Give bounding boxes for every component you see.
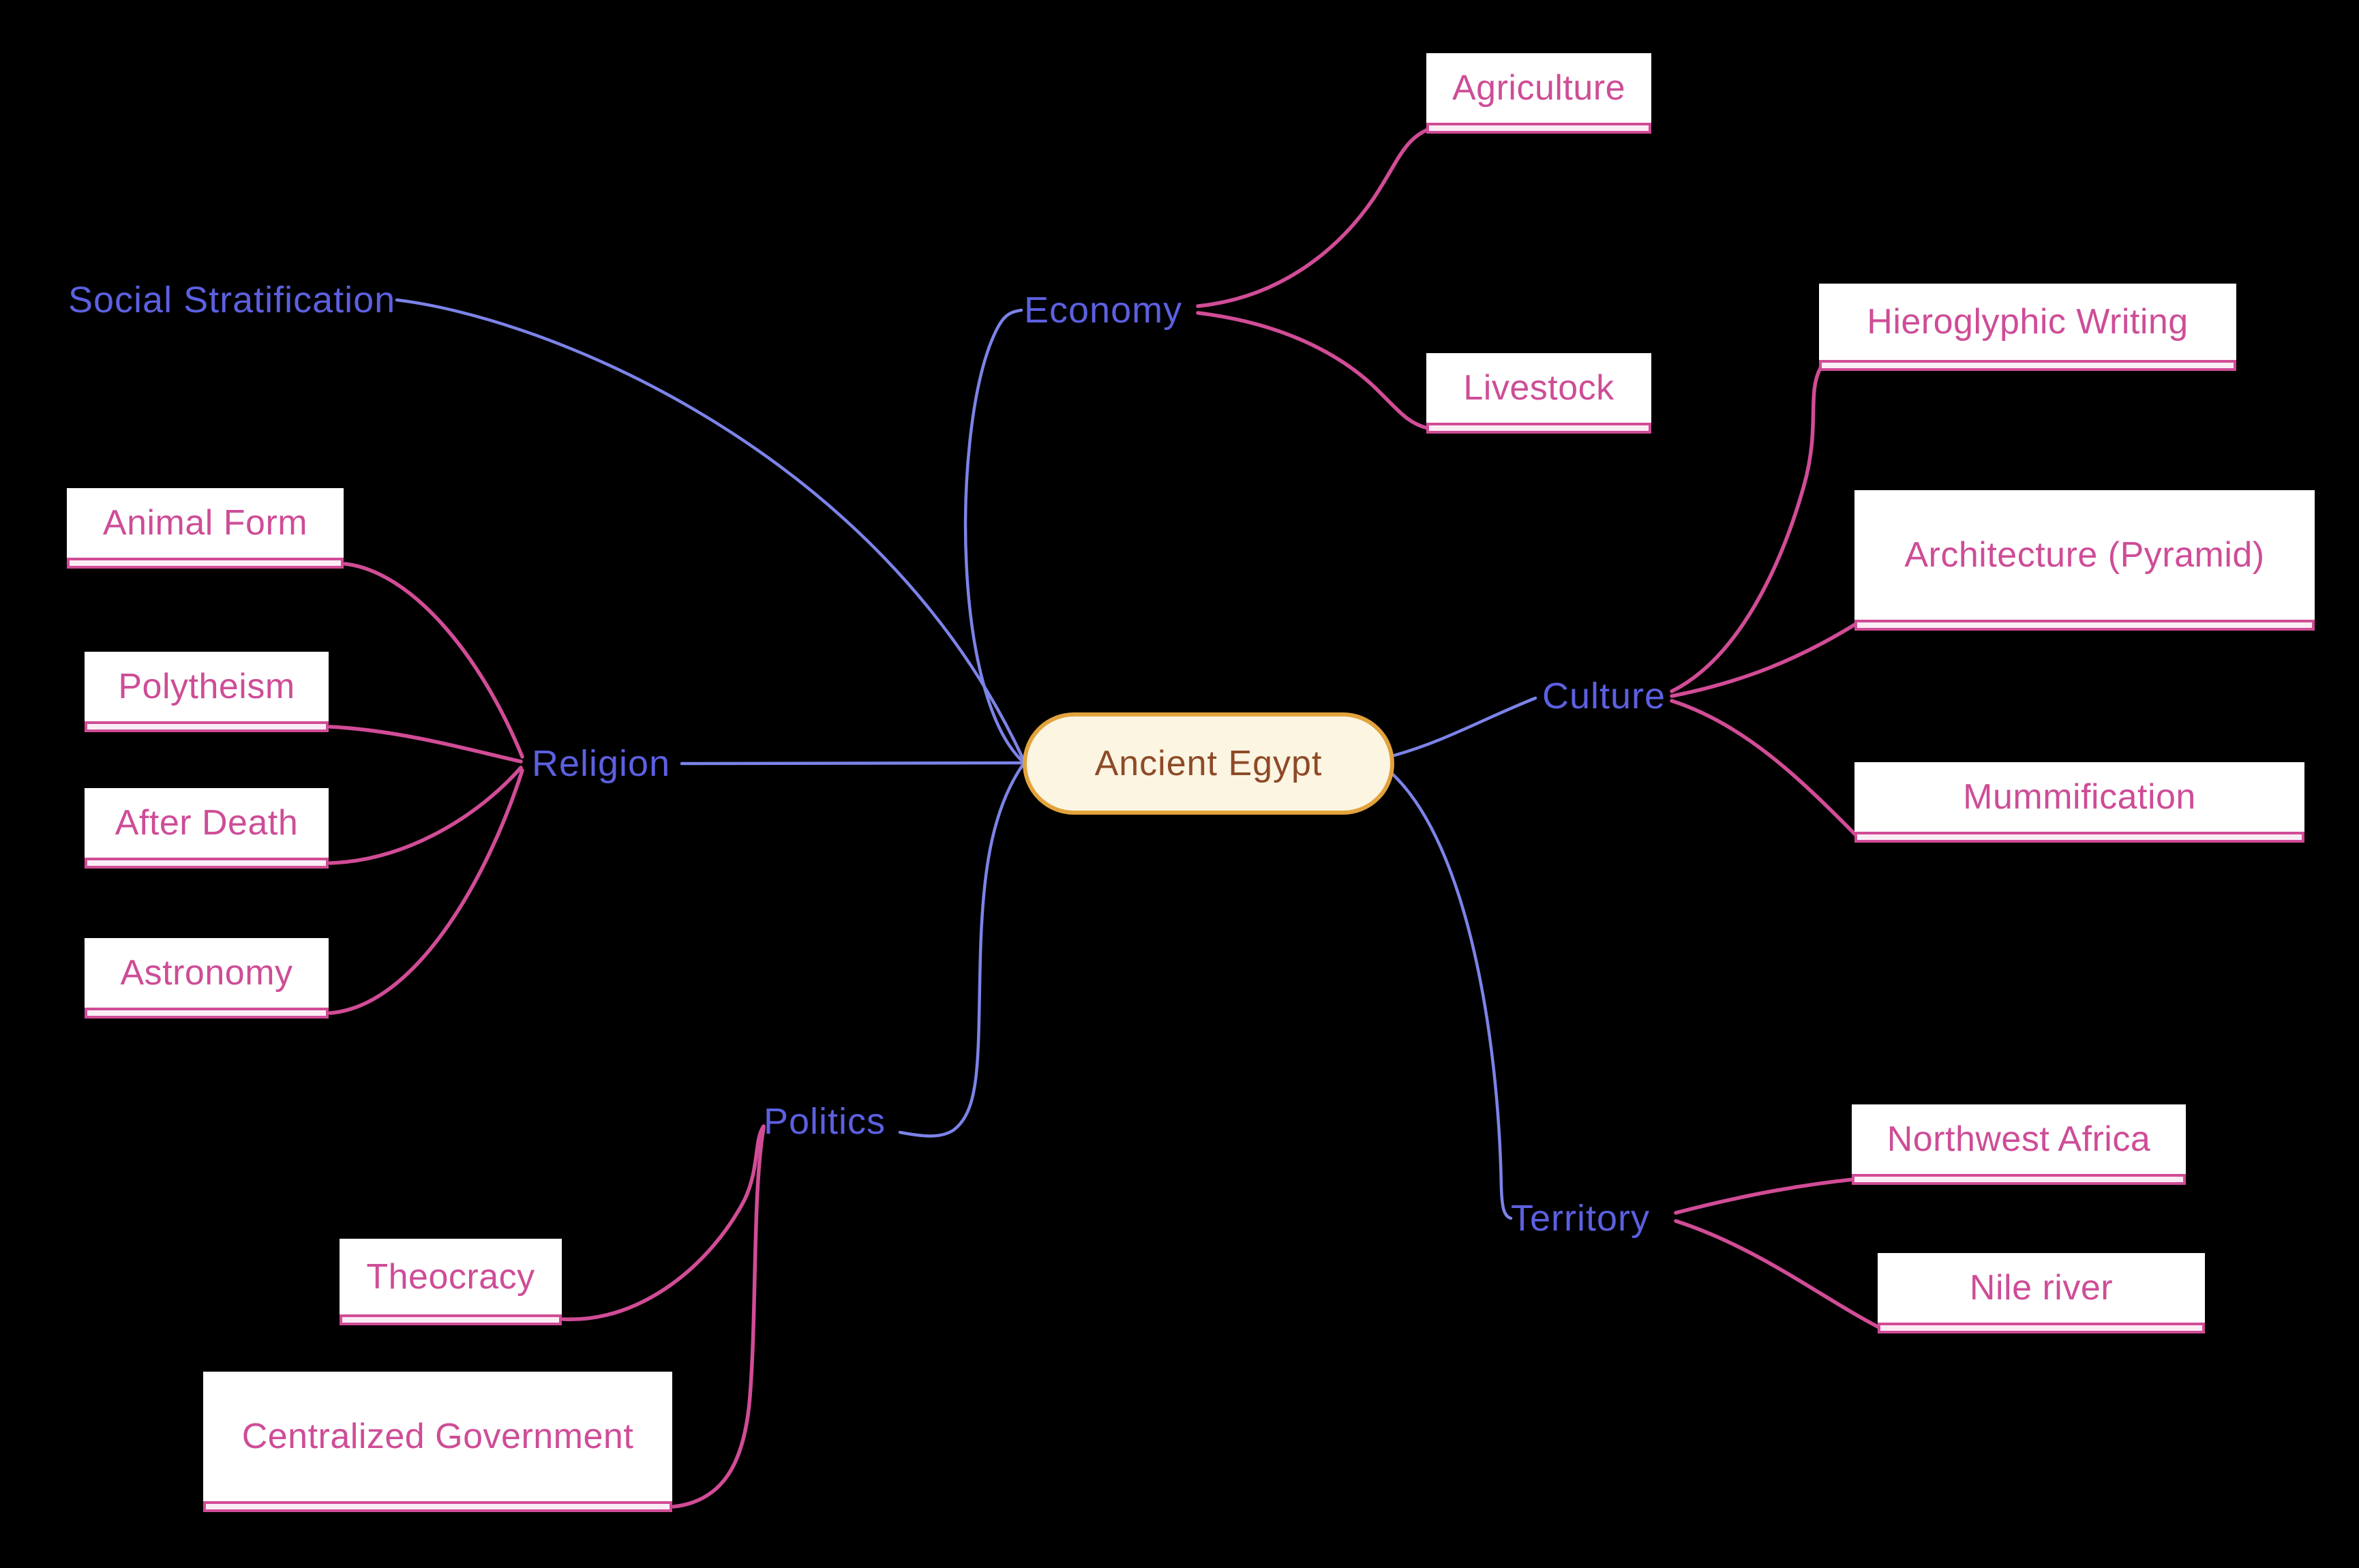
edge-root-religion bbox=[680, 761, 1025, 766]
leaf-underline-bar bbox=[85, 858, 329, 869]
leaf-label: Animal Form bbox=[102, 503, 308, 543]
leaf-underline-bar bbox=[1854, 620, 2315, 631]
leaf-label: Agriculture bbox=[1452, 68, 1626, 108]
edge-religion-after-death bbox=[328, 766, 523, 865]
leaf-label: Livestock bbox=[1463, 368, 1614, 408]
leaf-label: Architecture (Pyramid) bbox=[1904, 535, 2265, 575]
edge-territory-nile-river bbox=[1674, 1219, 1881, 1329]
leaf-node-after-death: After Death bbox=[85, 788, 329, 869]
edge-economy-agriculture bbox=[1196, 127, 1430, 308]
edge-culture-mummification bbox=[1670, 699, 1859, 839]
edge-root-politics bbox=[898, 763, 1025, 1138]
edge-culture-hieroglyphic-writing bbox=[1670, 366, 1822, 693]
leaf-underline-bar bbox=[340, 1314, 562, 1325]
leaf-label: Mummification bbox=[1963, 777, 2196, 817]
branch-label-politics: Politics bbox=[764, 1101, 886, 1142]
leaf-underline-bar bbox=[1426, 423, 1651, 434]
leaf-node-hieroglyphic-writing: Hieroglyphic Writing bbox=[1819, 284, 2236, 371]
edge-politics-theocracy bbox=[561, 1124, 766, 1321]
edge-culture-architecture bbox=[1670, 621, 1859, 698]
leaf-underline-bar bbox=[67, 558, 344, 569]
leaf-node-animal-form: Animal Form bbox=[67, 488, 344, 569]
leaf-underline-bar bbox=[1852, 1174, 2186, 1185]
edge-root-social-stratification bbox=[395, 298, 1025, 760]
leaf-underline-bar bbox=[1426, 123, 1651, 134]
branch-label-territory: Territory bbox=[1511, 1198, 1651, 1239]
leaf-node-mummification: Mummification bbox=[1854, 762, 2304, 843]
edge-religion-astronomy bbox=[328, 768, 524, 1015]
edge-religion-polytheism bbox=[328, 725, 523, 764]
leaf-label: Theocracy bbox=[366, 1256, 535, 1297]
leaf-label: Centralized Government bbox=[241, 1417, 634, 1456]
leaf-node-theocracy: Theocracy bbox=[340, 1239, 562, 1325]
leaf-underline-bar bbox=[203, 1501, 672, 1512]
leaf-label: Hieroglyphic Writing bbox=[1867, 302, 2189, 342]
branch-label-social-stratification: Social Stratification bbox=[68, 280, 396, 320]
edge-religion-animal-form bbox=[343, 562, 524, 759]
leaf-node-livestock: Livestock bbox=[1426, 353, 1651, 434]
leaf-node-nile-river: Nile river bbox=[1878, 1253, 2205, 1333]
leaf-underline-bar bbox=[1819, 360, 2236, 371]
leaf-node-agriculture: Agriculture bbox=[1426, 53, 1651, 134]
leaf-node-polytheism: Polytheism bbox=[85, 652, 329, 732]
edge-politics-centralized-government bbox=[672, 1126, 766, 1509]
root-node: Ancient Egypt bbox=[1023, 712, 1394, 815]
branch-label-culture: Culture bbox=[1542, 676, 1666, 717]
leaf-node-northwest-africa: Northwest Africa bbox=[1852, 1104, 2186, 1185]
leaf-node-centralized-government: Centralized Government bbox=[203, 1372, 672, 1512]
branch-label-economy: Economy bbox=[1024, 290, 1183, 331]
edge-territory-northwest-africa bbox=[1674, 1177, 1855, 1215]
edge-economy-livestock bbox=[1196, 311, 1430, 430]
edge-root-culture bbox=[1392, 696, 1537, 757]
leaf-label: Polytheism bbox=[118, 667, 295, 706]
leaf-underline-bar bbox=[1854, 832, 2304, 843]
root-label: Ancient Egypt bbox=[1094, 744, 1323, 783]
leaf-node-architecture-pyramid: Architecture (Pyramid) bbox=[1854, 490, 2315, 631]
leaf-underline-bar bbox=[85, 721, 329, 732]
leaf-underline-bar bbox=[85, 1008, 329, 1019]
leaf-node-astronomy: Astronomy bbox=[85, 938, 329, 1019]
leaf-label: Nile river bbox=[1969, 1268, 2114, 1308]
branch-label-religion: Religion bbox=[532, 743, 671, 784]
edge-root-territory bbox=[1391, 772, 1513, 1220]
leaf-underline-bar bbox=[1878, 1323, 2205, 1333]
leaf-label: Northwest Africa bbox=[1887, 1119, 2151, 1159]
edge-root-economy bbox=[963, 308, 1025, 764]
leaf-label: Astronomy bbox=[120, 953, 293, 993]
leaf-label: After Death bbox=[115, 803, 299, 843]
